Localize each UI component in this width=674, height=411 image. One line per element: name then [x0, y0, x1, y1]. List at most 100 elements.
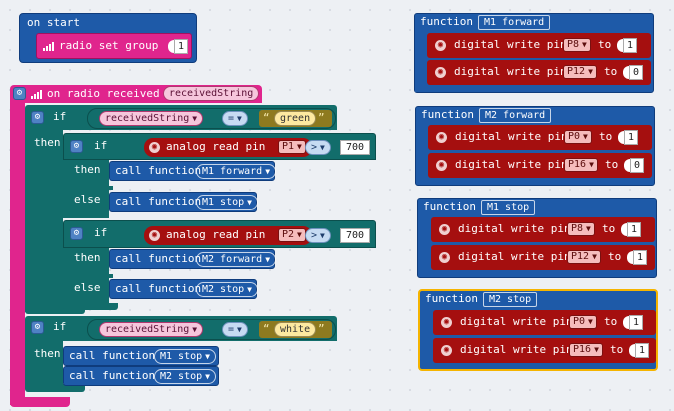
call-function-m2-stop[interactable]: call function M2 stop▼: [63, 366, 219, 386]
to-label: to: [602, 222, 616, 235]
function-m1-stop-block[interactable]: function M1 stop ◉ digital write pin P8▼…: [417, 198, 657, 278]
digital-write-pin-block[interactable]: ◉ digital write pin P12▼ to 1: [431, 245, 655, 270]
received-string-param[interactable]: receivedString: [163, 86, 260, 101]
compare-operator[interactable]: =▼: [222, 111, 248, 126]
function-name[interactable]: M2 forward: [479, 108, 552, 123]
then-keyword: then: [34, 136, 61, 149]
radio-group-value[interactable]: 1: [174, 39, 188, 54]
radio-set-group-block[interactable]: radio set group 1: [36, 33, 192, 59]
inner-if-a-else-bar: [63, 186, 113, 190]
on-radio-received-block[interactable]: ⚙ on radio received receivedString: [10, 85, 262, 103]
function-name-selector[interactable]: M2 forward▼: [196, 252, 277, 267]
on-radio-footer: [10, 397, 70, 407]
pin-value[interactable]: 1: [624, 130, 638, 145]
inner-if-block-a-header[interactable]: ⚙ if ◉ analog read pin P1▼ >▼ 700: [63, 133, 376, 160]
dropdown-arrow-icon: ▼: [265, 167, 271, 176]
digital-write-pin-block[interactable]: ◉ digital write pin P8▼ to 1: [427, 33, 651, 58]
dropdown-arrow-icon: ▼: [247, 285, 252, 294]
analog-read-pin-block[interactable]: ◉ analog read pin P1▼: [144, 138, 312, 157]
gear-icon[interactable]: ⚙: [13, 87, 26, 100]
digital-write-pin-block[interactable]: ◉ digital write pin P0▼ to 1: [433, 310, 656, 335]
value-socket: [621, 223, 628, 236]
pin-value[interactable]: 0: [629, 65, 643, 80]
pin-value[interactable]: 1: [627, 222, 641, 237]
pin-icon: ◉: [441, 317, 452, 328]
inner-if-b-footer: [63, 303, 118, 310]
pin-selector[interactable]: P2▼: [278, 228, 306, 242]
digital-write-pin-block[interactable]: ◉ digital write pin P16▼ to 0: [428, 153, 652, 178]
gear-icon[interactable]: ⚙: [31, 321, 44, 334]
pin-selector[interactable]: P0▼: [569, 315, 597, 329]
dropdown-arrow-icon: ▼: [583, 132, 588, 141]
digital-write-pin-block[interactable]: ◉ digital write pin P0▼ to 1: [428, 125, 652, 150]
pin-selector[interactable]: P8▼: [563, 38, 591, 52]
function-name-selector[interactable]: M1 stop▼: [196, 195, 258, 210]
dropdown-arrow-icon: ▼: [297, 142, 302, 151]
function-name-selector[interactable]: M2 stop▼: [154, 369, 216, 384]
pin-selector[interactable]: P1▼: [278, 140, 306, 154]
inner-if-block-b-header[interactable]: ⚙ if ◉ analog read pin P2▼ >▼ 700: [63, 220, 376, 248]
function-m1-forward-block[interactable]: function M1 forward ◉ digital write pin …: [414, 13, 654, 93]
call-function-m1-stop[interactable]: call function M1 stop▼: [109, 192, 258, 212]
digital-write-pin-block[interactable]: ◉ digital write pin P16▼ to 1: [433, 338, 656, 363]
value-socket: [617, 39, 624, 52]
function-m2-stop-block[interactable]: function M2 stop ◉ digital write pin P0▼…: [418, 289, 658, 371]
received-string-variable[interactable]: receivedString▼: [99, 322, 204, 337]
call-function-label: call function: [115, 282, 202, 295]
function-name[interactable]: M1 stop: [481, 200, 536, 215]
pin-value[interactable]: 1: [633, 250, 647, 265]
function-name[interactable]: M1 forward: [478, 15, 551, 30]
compare-operator[interactable]: >▼: [305, 228, 331, 243]
call-function-m1-forward[interactable]: call function M1 forward▼: [109, 161, 277, 181]
function-name-selector[interactable]: M2 stop▼: [196, 282, 258, 297]
pin-selector[interactable]: P8▼: [567, 222, 595, 236]
dropdown-arrow-icon: ▼: [592, 252, 597, 261]
call-function-m2-stop[interactable]: call function M2 stop▼: [109, 279, 258, 299]
pin-selector[interactable]: P12▼: [567, 250, 601, 264]
string-value-white[interactable]: white: [274, 322, 317, 337]
pin-icon: ◉: [436, 132, 447, 143]
inner-if-b-else-bar: [63, 274, 113, 278]
radio-set-group-label: radio set group: [59, 39, 159, 52]
on-start-block[interactable]: on start radio set group 1: [19, 13, 197, 63]
pin-value[interactable]: 1: [635, 343, 649, 358]
pin-selector[interactable]: P0▼: [564, 130, 592, 144]
function-name-selector[interactable]: M1 stop▼: [154, 349, 216, 364]
to-label: to: [598, 38, 612, 51]
function-name-selector[interactable]: M1 forward▼: [196, 164, 277, 179]
threshold-value[interactable]: 700: [340, 228, 370, 243]
pin-selector[interactable]: P12▼: [563, 65, 597, 79]
pin-value[interactable]: 0: [630, 158, 644, 173]
analog-read-pin-block[interactable]: ◉ analog read pin P2▼: [144, 226, 312, 245]
compare-operator[interactable]: >▼: [305, 140, 331, 155]
compare-block-2[interactable]: receivedString▼ =▼ “ white ”: [87, 319, 336, 340]
threshold-value[interactable]: 700: [340, 140, 370, 155]
compare-block-1[interactable]: receivedString▼ =▼ “ green ”: [87, 108, 336, 129]
digital-write-pin-block[interactable]: ◉ digital write pin P12▼ to 0: [427, 60, 651, 85]
call-function-m2-forward[interactable]: call function M2 forward▼: [109, 249, 277, 269]
function-keyword: function: [420, 15, 473, 28]
string-value-green[interactable]: green: [274, 111, 317, 126]
gear-icon[interactable]: ⚙: [70, 227, 83, 240]
function-m2-forward-block[interactable]: function M2 forward ◉ digital write pin …: [415, 106, 655, 186]
gear-icon[interactable]: ⚙: [70, 140, 83, 153]
function-keyword: function: [425, 292, 478, 305]
string-block[interactable]: “ white ”: [259, 321, 332, 338]
call-function-m1-stop[interactable]: call function M1 stop▼: [63, 346, 219, 366]
pin-selector[interactable]: P16▼: [569, 343, 603, 357]
pin-value[interactable]: 1: [623, 38, 637, 53]
pin-value[interactable]: 1: [629, 315, 643, 330]
received-string-variable[interactable]: receivedString▼: [99, 111, 204, 126]
digital-write-pin-label: digital write pin: [455, 158, 568, 171]
compare-operator[interactable]: =▼: [222, 322, 248, 337]
pin-icon: ◉: [439, 252, 450, 263]
pin-selector[interactable]: P16▼: [564, 158, 598, 172]
then-keyword: then: [74, 163, 101, 176]
digital-write-pin-block[interactable]: ◉ digital write pin P8▼ to 1: [431, 217, 655, 242]
if-block-2-rail: [25, 341, 63, 389]
string-block[interactable]: “ green ”: [259, 110, 332, 127]
pin-icon: ◉: [435, 67, 446, 78]
gear-icon[interactable]: ⚙: [31, 111, 44, 124]
function-name[interactable]: M2 stop: [483, 292, 538, 307]
dropdown-arrow-icon: ▼: [320, 143, 325, 152]
